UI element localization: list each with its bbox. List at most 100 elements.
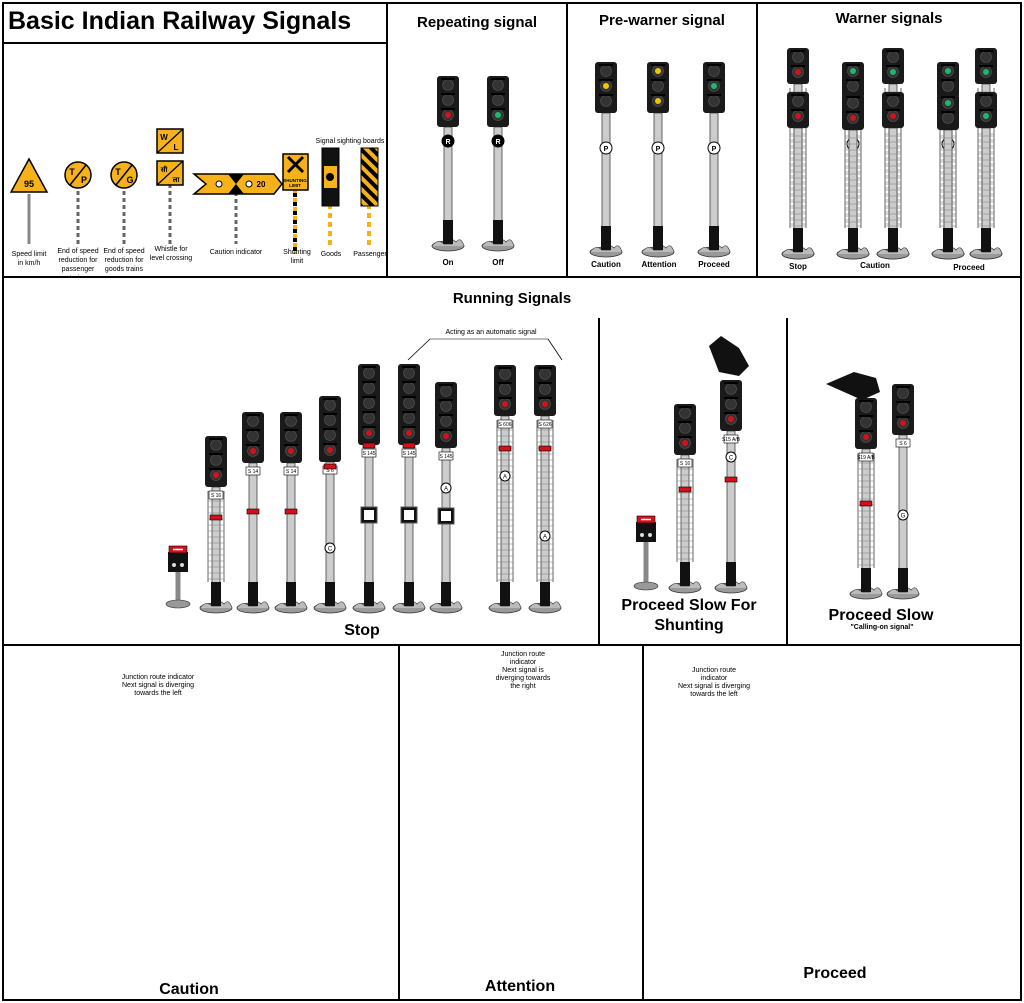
label-shunting: Shunting limit [283,249,311,265]
label-caution: Caution indicator [209,249,263,256]
repeating-title: Repeating signal [416,14,538,31]
svg-text:S 145: S 145 [362,451,375,457]
running-panel: Running Signals [2,276,1022,646]
proceed-label: Proceed [803,965,867,982]
prewarner-label-attention: Attention [641,260,677,269]
svg-text:P: P [81,175,87,185]
running-title: Running Signals [452,290,572,307]
svg-text:S 16: S 16 [680,461,691,467]
junction-note-proceed: Junction route indicator Next signal is … [678,667,750,698]
shunting-signal-1: S 16 [668,404,702,594]
prewarner-label-caution: Caution [591,260,621,269]
junction-note-attention: Junction route indicator Next signal is … [495,651,551,690]
title-panel: Basic Indian Railway Signals [2,2,388,44]
svg-text:S19 A/B: S19 A/B [857,455,876,461]
svg-text:S 626: S 626 [538,422,551,428]
callon-label: Proceed Slow [828,607,934,624]
shunting-limit-board: SHUNTING LIMIT [282,153,309,254]
svg-text:SHUNTING: SHUNTING [283,178,307,183]
repeating-label-off: Off [492,258,504,267]
stop-shunt-signal [168,545,188,572]
boards-drawing: 95 T P T G W L सी ला [9,128,379,254]
svg-text:G: G [901,514,906,520]
stop-label: Stop [344,622,380,639]
svg-text:P: P [656,146,661,153]
svg-text:C: C [328,547,333,553]
warner-proceed-b2 [969,92,1003,260]
svg-text:T: T [69,167,75,177]
prewarner-attention: P [641,62,675,258]
automatic-note: Acting as an automatic signal [445,329,537,336]
repeating-label-on: On [442,258,454,267]
repeating-signal-off: R [481,76,515,252]
speed-value: 95 [24,179,34,189]
caution-label: Caution [159,981,219,998]
svg-text:R: R [495,139,500,146]
svg-text:सी: सी [160,165,169,174]
label-end-goods: End of speed reduction for goods trains [103,248,145,273]
warner-label-caution: Caution [860,261,890,270]
sighting-header: Signal sighting boards [315,138,385,145]
junction-note-caution: Junction route indicator Next signal is … [121,674,195,697]
svg-text:L: L [174,143,179,152]
svg-text:P: P [712,146,717,153]
stop-signal-3: S 14 [274,412,308,614]
svg-text:T: T [115,167,121,177]
callon-note: "Calling-on signal" [850,624,914,631]
stop-signal-1: S 16 [199,436,233,614]
stop-signal-4: S 6C [313,396,347,614]
shunting-label: Proceed Slow For Shunting [621,597,757,634]
warner-panel: Warner signals PP Stop Caution Proceed [756,2,1022,278]
svg-text:ला: ला [172,177,181,184]
svg-text:S 145: S 145 [402,451,415,457]
label-whistle: Whistle for level crossing [149,246,193,262]
speed-limit-board: 95 [9,157,49,244]
prewarner-title: Pre-warner signal [599,12,725,29]
svg-text:S 16: S 16 [211,493,222,499]
warner-signals: PP [781,48,1003,260]
attention-label: Attention [484,978,556,995]
whistle-board: W L सी ला [156,128,184,244]
tg-board: T G [110,161,138,244]
svg-text:S 14: S 14 [248,469,259,475]
svg-text:R: R [445,139,450,146]
stop-signal-5: S 145 [352,364,386,614]
caution-indicator-board: 20 [191,173,283,244]
proceed-panel: Proceed [642,644,1022,1001]
svg-text:C: C [729,456,734,462]
attention-panel: Attention [398,644,644,1001]
goods-sighting-board [321,147,340,249]
shunting-arm [709,336,749,376]
warner-caution-b2 [876,92,910,260]
stop-signal-2: S 14 [236,412,270,614]
warner-title: Warner signals [835,10,943,27]
prewarner-proceed: P [697,62,731,258]
passenger-sighting-board [360,147,379,249]
svg-text:S 14: S 14 [286,469,297,475]
shunting-low-signal [636,515,656,542]
svg-text:S 6: S 6 [899,441,907,447]
caution-panel: Caution [2,644,400,1001]
repeating-signal-on: R [431,76,465,252]
callon-signal-1: S19 A/B [849,398,883,600]
svg-text:S 145: S 145 [439,454,452,460]
svg-text:A: A [444,487,448,493]
svg-text:W: W [160,133,168,142]
svg-text:G: G [126,175,133,185]
label-passenger: Passenger [353,251,387,258]
label-speed: Speed limit in km/h [11,251,47,267]
svg-text:A: A [543,535,547,541]
stop-signal-6: S 145 [392,364,426,614]
caution-value: 20 [257,180,266,189]
prewarner-label-proceed: Proceed [698,260,730,269]
plate-626: 626 [556,415,568,422]
page-title: Basic Indian Railway Signals [8,7,352,35]
warner-stop-head2 [781,92,815,260]
svg-text:LIMIT: LIMIT [289,183,301,188]
